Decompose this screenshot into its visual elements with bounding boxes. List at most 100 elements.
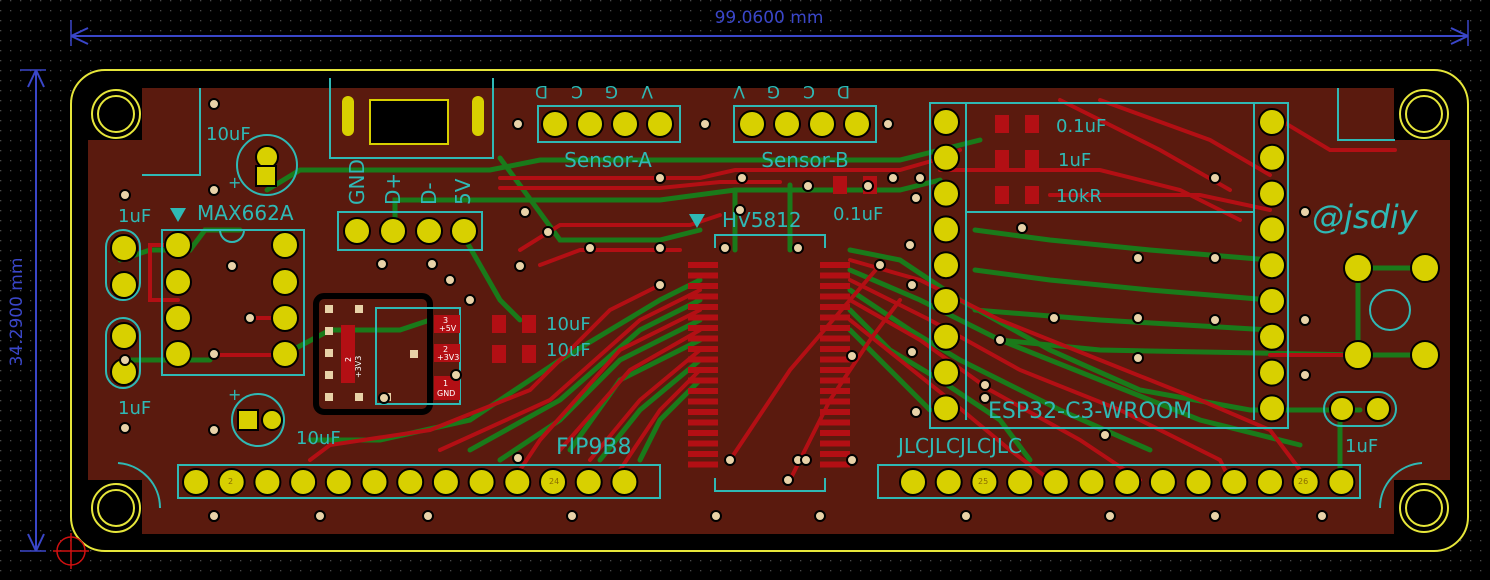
fip-pin[interactable] <box>253 468 282 496</box>
hv5812-pad[interactable] <box>820 346 850 352</box>
mounting-holes[interactable] <box>91 89 1449 533</box>
hv5812-pad[interactable] <box>820 430 850 436</box>
fip-pin[interactable] <box>1256 468 1284 496</box>
esp32-pin[interactable] <box>932 215 960 244</box>
hv5812-pad[interactable] <box>820 409 850 415</box>
fip-pin[interactable] <box>1041 468 1070 496</box>
dimension-height[interactable]: 34.2900 mm <box>7 69 46 552</box>
hv5812-pad[interactable] <box>820 377 850 384</box>
fip-pin[interactable] <box>182 468 210 496</box>
fip-pin[interactable] <box>467 468 496 496</box>
hv5812-pad[interactable] <box>820 367 850 373</box>
esp32-pin[interactable] <box>1258 108 1286 136</box>
hv5812-pad[interactable] <box>820 440 850 447</box>
hv5812-pad[interactable] <box>820 419 850 426</box>
fip-pin-row-right[interactable]: JLCJLCJLCJLC 25 26 <box>877 434 1361 499</box>
esp-smd-passives[interactable]: 0.1uF 1uF 10kR <box>995 115 1106 207</box>
max662a-footprint[interactable]: MAX662A <box>161 201 305 376</box>
hv5812-pad[interactable] <box>820 451 850 457</box>
sensor-b-header[interactable]: V G C D Sensor-B <box>733 81 877 172</box>
fip-pin[interactable] <box>1327 468 1356 496</box>
hv5812-pad[interactable] <box>688 440 718 447</box>
fip-pin[interactable] <box>539 468 567 496</box>
cap-10uf-bottom[interactable]: + 10uF <box>228 385 341 449</box>
fip-pin[interactable] <box>574 468 603 496</box>
esp32-pin[interactable] <box>932 251 960 280</box>
hv5812-pad[interactable] <box>688 461 718 468</box>
esp32-pin[interactable] <box>1258 394 1286 423</box>
tactile-switch[interactable] <box>1343 253 1440 370</box>
hv5812-pad[interactable] <box>820 461 850 468</box>
fip-pin-row-left[interactable]: FIP9B8 2 24 <box>177 435 661 499</box>
fip-pin[interactable] <box>217 468 246 496</box>
esp32-pin[interactable] <box>932 394 960 423</box>
smd-caps-10uf[interactable]: 10uF 10uF <box>492 314 591 363</box>
fip-pin[interactable] <box>970 468 999 496</box>
fip-pin[interactable] <box>610 468 639 496</box>
hv5812-pad[interactable] <box>688 262 718 268</box>
cap-1uf-left-top[interactable]: 1uF <box>105 206 151 301</box>
hv5812-pad[interactable] <box>820 304 850 310</box>
hv5812-pad[interactable] <box>688 283 718 289</box>
fip-pin[interactable] <box>1220 468 1249 496</box>
esp32-module[interactable]: ESP32-C3-WROOM <box>929 102 1289 429</box>
hv5812-pad[interactable] <box>688 367 718 373</box>
hv5812-pad[interactable] <box>820 293 850 300</box>
fip-pin[interactable] <box>1006 468 1035 496</box>
hv5812-pad[interactable] <box>688 314 718 321</box>
esp32-pin[interactable] <box>1258 215 1286 244</box>
hv5812-pad[interactable] <box>688 409 718 415</box>
hv5812-pad[interactable] <box>688 293 718 300</box>
cap-1uf-right[interactable]: 1uF <box>1323 391 1397 457</box>
fip-pin[interactable] <box>431 468 460 496</box>
esp32-pin[interactable] <box>1258 322 1286 351</box>
usb-connector[interactable]: GND D+ D- 5V <box>329 78 494 251</box>
hv5812-pad[interactable] <box>820 314 850 321</box>
regulator-module[interactable]: 2 +3V3 3 +5V 2 +3V3 1 GND <box>313 293 461 415</box>
esp32-pin[interactable] <box>1258 179 1286 208</box>
esp32-pin[interactable] <box>932 108 960 136</box>
hv5812-pad[interactable] <box>688 335 718 342</box>
esp32-pin[interactable] <box>1258 251 1286 280</box>
hv5812-pad[interactable] <box>688 419 718 426</box>
esp32-pin[interactable] <box>932 358 960 387</box>
hv5812-pad[interactable] <box>688 356 718 363</box>
cap-10uf-top[interactable]: + 10uF <box>206 124 298 196</box>
hv5812-pad[interactable] <box>688 346 718 352</box>
fip-pin[interactable] <box>289 468 318 496</box>
esp32-pin[interactable] <box>932 143 960 172</box>
fip-pin[interactable] <box>1077 468 1106 496</box>
fip-pin[interactable] <box>1291 468 1320 496</box>
esp32-pin[interactable] <box>1258 358 1286 387</box>
fip-pin[interactable] <box>324 468 353 496</box>
cap-1uf-left-bottom[interactable]: 1uF <box>105 317 151 419</box>
hv5812-pad[interactable] <box>688 377 718 384</box>
hv5812-pad[interactable] <box>688 398 718 405</box>
hv5812-pad[interactable] <box>820 272 850 279</box>
hv5812-pad[interactable] <box>820 356 850 363</box>
hv5812-pad[interactable] <box>820 398 850 405</box>
esp32-pin[interactable] <box>1258 143 1286 172</box>
hv5812-pad[interactable] <box>688 272 718 279</box>
hv5812-pad[interactable] <box>688 388 718 394</box>
dimension-width[interactable]: 99.0600 mm <box>70 8 1469 46</box>
sensor-a-header[interactable]: D C G V Sensor-A <box>535 81 681 172</box>
fip-pin[interactable] <box>1113 468 1142 496</box>
hv5812-ic[interactable]: HV5812 <box>688 208 850 492</box>
hv5812-pad[interactable] <box>688 325 718 331</box>
hv5812-pad[interactable] <box>688 304 718 310</box>
hv5812-pad[interactable] <box>688 430 718 436</box>
hv5812-pad[interactable] <box>820 335 850 342</box>
fip-pin[interactable] <box>1184 468 1213 496</box>
fip-pin[interactable] <box>396 468 425 496</box>
hv5812-pad[interactable] <box>820 325 850 331</box>
esp32-pin[interactable] <box>932 287 960 315</box>
esp32-pin[interactable] <box>1258 287 1286 315</box>
fip-pin[interactable] <box>934 468 963 496</box>
fip-pin[interactable] <box>503 468 532 496</box>
fip-pin[interactable] <box>360 468 389 496</box>
fip-pin[interactable] <box>1148 468 1177 496</box>
fip-pin[interactable] <box>899 468 927 496</box>
esp32-pin[interactable] <box>932 322 960 351</box>
